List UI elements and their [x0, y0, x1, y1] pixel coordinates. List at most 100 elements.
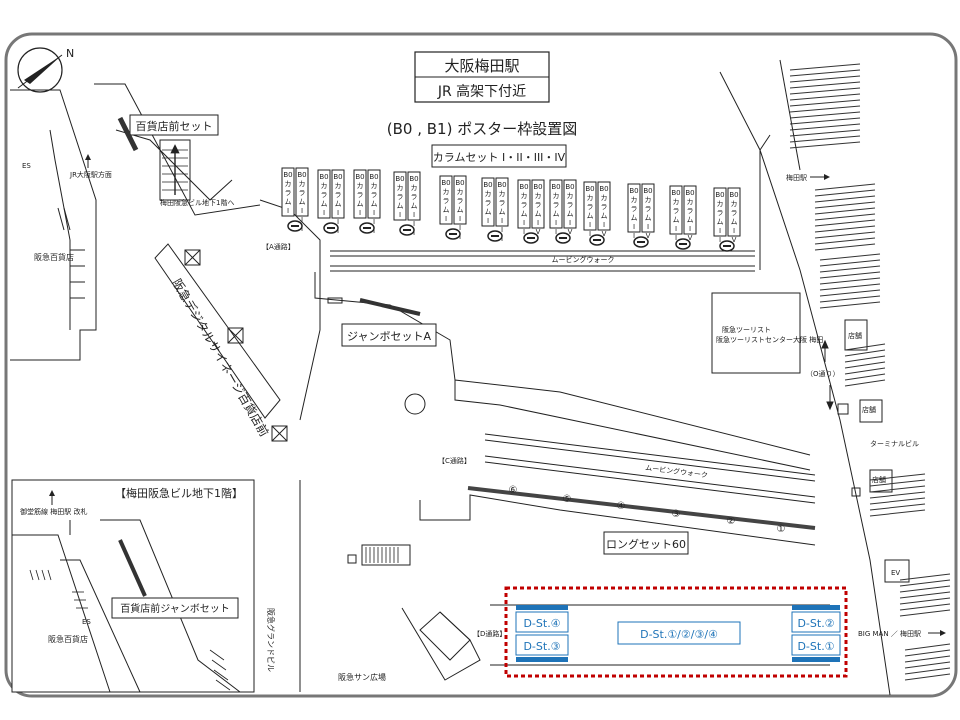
column-poster-text: ラ: [567, 201, 574, 209]
shop-2-label: 店舗: [862, 405, 876, 414]
title-line1: 大阪梅田駅: [444, 57, 519, 75]
shop-1-label: 店舗: [848, 331, 862, 340]
column-poster-text: ラ: [521, 201, 528, 209]
column-poster-text: I: [373, 209, 375, 217]
column-poster-text: V: [602, 230, 607, 238]
column-poster-text: ラ: [397, 193, 404, 201]
column-poster-text: I: [501, 217, 503, 225]
column-poster-text: ム: [717, 218, 724, 226]
column-poster-text: カ: [521, 192, 528, 200]
column-poster-text: I: [675, 234, 677, 242]
column-poster-text: B0: [599, 185, 608, 193]
column-poster-text: カ: [371, 182, 378, 190]
column-poster-text: カ: [411, 184, 418, 192]
column-poster-text: カ: [673, 198, 680, 206]
column-poster-text: カ: [601, 194, 608, 202]
column-poster-text: ラ: [335, 191, 342, 199]
moving-walk-top-label: ムービングウォーク: [552, 255, 615, 264]
column-poster-text: B0: [355, 173, 364, 181]
column-poster-text: I: [301, 225, 303, 233]
column-pillar: [487, 230, 503, 242]
column-poster-text: B0: [395, 175, 404, 183]
column-poster-text: I: [633, 223, 635, 231]
column-poster-text: I: [733, 227, 735, 235]
escalator-stairs: [162, 144, 188, 195]
long-set-number: ⑤: [563, 494, 572, 505]
column-poster-text: ラ: [731, 209, 738, 217]
column-poster-text: ラ: [553, 201, 560, 209]
column-poster-text: I: [459, 233, 461, 241]
outer-frame: [4, 32, 958, 698]
column-poster-text: ム: [567, 210, 574, 218]
title-box: 大阪梅田駅 JR 高架下付近: [414, 51, 550, 103]
passage-d-label: 【D通路】: [473, 629, 506, 638]
column-poster-text: カ: [553, 192, 560, 200]
column-poster-text: I: [459, 224, 461, 232]
column-poster-text: V: [646, 232, 651, 240]
column-poster-text: I: [323, 209, 325, 217]
svg-text:梅田駅: 梅田駅: [786, 173, 807, 182]
column-posters: B0カラムIB0カラムIIIB0カラムIB0カラムIIIB0カラムIB0カラムI…: [281, 167, 741, 252]
column-poster-text: カ: [485, 190, 492, 198]
column-poster-text: ム: [499, 208, 506, 216]
grand-bldg-label: 阪急グランドビル: [266, 608, 276, 672]
column-pillar: [287, 220, 303, 232]
column-poster-text: B0: [685, 189, 694, 197]
column-pillar: [445, 228, 461, 240]
umeda-bldg-b1-label: 梅田阪急ビル地下1階へ: [160, 198, 234, 207]
column-poster-text: B0: [333, 173, 342, 181]
column-poster-text: I: [603, 221, 605, 229]
column-poster-text: カ: [335, 182, 342, 190]
inset-panel: 【梅田阪急ビル地下1階】 御堂筋線 梅田駅 改札 ES 阪急百貨店 百貨店前ジャ…: [11, 479, 255, 693]
column-poster-text: カ: [457, 188, 464, 196]
column-poster-text: B0: [629, 187, 638, 195]
column-poster-text: ム: [371, 200, 378, 208]
o-street-label: （O通り）: [806, 369, 840, 378]
column-poster-text: ラ: [321, 191, 328, 199]
column-poster-text: I: [487, 217, 489, 225]
column-poster-text: I: [633, 232, 635, 240]
column-poster-text: V: [536, 228, 541, 236]
hyakkaten-mae-set-label: 百貨店前セット: [136, 119, 213, 133]
column-pillar: [399, 224, 415, 236]
column-poster-text: ム: [631, 214, 638, 222]
north-compass-icon: N: [17, 47, 74, 93]
column-poster-text: I: [555, 228, 557, 236]
column-poster-text: カ: [687, 198, 694, 206]
column-poster-text: ラ: [601, 203, 608, 211]
column-pillar: [323, 222, 339, 234]
column-poster-text: カ: [717, 200, 724, 208]
central-structures: [314, 134, 811, 471]
column-poster-text: V: [732, 236, 737, 244]
column-poster-text: ム: [457, 206, 464, 214]
svg-text:BIG MAN ／ 梅田駅: BIG MAN ／ 梅田駅: [858, 629, 921, 638]
long-set-number: ②: [727, 516, 736, 527]
column-pillar: [675, 238, 691, 250]
column-poster-text: I: [337, 227, 339, 235]
column-poster-text: ム: [485, 208, 492, 216]
column-poster-text: B0: [319, 173, 328, 181]
column-poster-text: I: [647, 223, 649, 231]
column-poster-text: I: [523, 219, 525, 227]
moving-walk-bottom: [484, 433, 816, 504]
d-st-1-label: D-St.①: [797, 640, 834, 653]
column-poster-text: I: [413, 229, 415, 237]
column-poster-text: I: [537, 219, 539, 227]
column-poster-text: カ: [535, 192, 542, 200]
column-poster-text: ラ: [499, 199, 506, 207]
column-poster-text: B0: [671, 189, 680, 197]
right-stairs: [789, 63, 951, 681]
column-poster-text: カ: [731, 200, 738, 208]
